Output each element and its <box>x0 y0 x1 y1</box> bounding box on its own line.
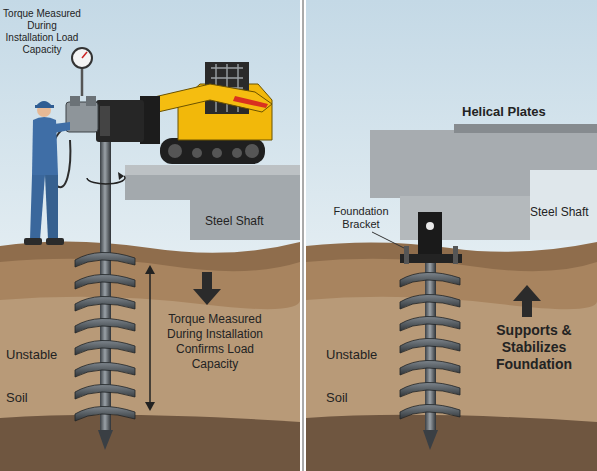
topsoil-layer <box>306 242 597 471</box>
panel-divider <box>300 0 306 471</box>
helical-pile <box>75 142 135 450</box>
worker <box>24 101 70 245</box>
foundation-structure <box>370 124 597 240</box>
bedrock-layer <box>306 415 597 471</box>
helical-pile <box>400 263 460 450</box>
torque-drive <box>50 48 144 187</box>
foundation-structure <box>125 165 300 240</box>
part-label: Foundation Bracket <box>322 205 400 231</box>
foundation-top <box>125 165 300 175</box>
support-arrow <box>513 285 541 317</box>
callout-text: Torque Measured During Installation Load… <box>2 8 82 56</box>
callout-text: Supports & Stabilizes Foundation <box>478 322 590 373</box>
soil-layer <box>0 259 300 471</box>
skid-steer-loader <box>140 62 272 164</box>
unstable-soil-layer <box>306 297 597 471</box>
sky <box>0 0 300 260</box>
bedrock-layer <box>0 415 300 471</box>
part-label: Steel Shaft <box>205 214 295 228</box>
soil-label: Soil <box>6 390 86 405</box>
topsoil-layer <box>0 241 300 471</box>
soil-label: Unstable <box>6 347 86 362</box>
callout-text: Torque Measured During Installation Conf… <box>160 312 270 372</box>
part-label: Steel Shaft <box>530 205 596 219</box>
soil-label: Soil <box>326 390 406 405</box>
sky <box>306 0 597 260</box>
foundation-bracket <box>372 212 462 264</box>
soil-layer <box>306 259 597 471</box>
panel-divider-line <box>303 0 304 471</box>
part-label: Helical Plates <box>462 104 592 119</box>
soil-label: Unstable <box>326 347 406 362</box>
